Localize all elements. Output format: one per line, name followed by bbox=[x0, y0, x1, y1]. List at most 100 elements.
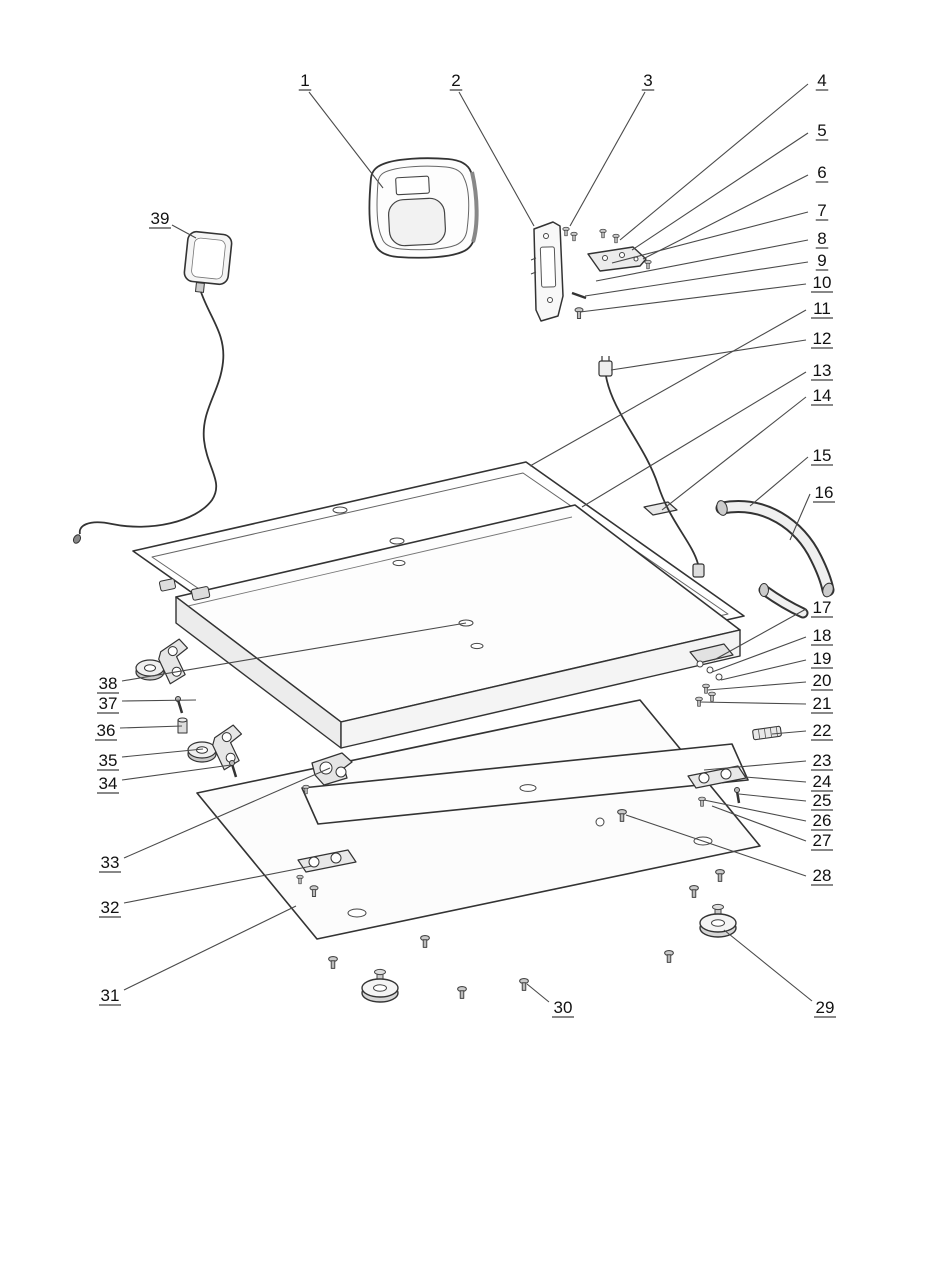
callout-number: 27 bbox=[813, 831, 832, 850]
rear-right-roller-bracket bbox=[687, 765, 747, 807]
hinge-plate-part bbox=[587, 246, 647, 272]
callout-31: 31 bbox=[99, 905, 297, 1006]
leader-line bbox=[308, 91, 384, 189]
pin-part bbox=[571, 291, 587, 300]
leader-line bbox=[619, 83, 809, 241]
callout-5: 5 bbox=[631, 121, 829, 251]
leader-line bbox=[661, 396, 807, 511]
callout-30: 30 bbox=[526, 983, 574, 1018]
callout-12: 12 bbox=[610, 329, 833, 371]
callout-number: 7 bbox=[817, 201, 826, 220]
callout-16: 16 bbox=[789, 483, 835, 541]
wheel-bracket-part bbox=[209, 723, 247, 772]
ribbed-block-part bbox=[752, 725, 782, 741]
leader-line bbox=[738, 793, 807, 802]
leader-line bbox=[123, 905, 297, 991]
deck-pad-part bbox=[643, 501, 678, 516]
callout-number: 13 bbox=[813, 361, 832, 380]
leader-line bbox=[569, 91, 646, 227]
leader-line bbox=[699, 701, 807, 705]
callout-15: 15 bbox=[749, 446, 833, 507]
callout-23: 23 bbox=[703, 751, 833, 771]
leader-line bbox=[529, 309, 807, 467]
belt-board-part bbox=[301, 743, 749, 825]
callout-2: 2 bbox=[449, 71, 535, 227]
callout-33: 33 bbox=[99, 767, 331, 873]
callout-number: 28 bbox=[813, 866, 832, 885]
callout-number: 22 bbox=[813, 721, 832, 740]
callout-9: 9 bbox=[584, 251, 829, 297]
callout-4: 4 bbox=[619, 71, 829, 241]
callout-21: 21 bbox=[699, 694, 833, 714]
leader-line bbox=[625, 814, 807, 877]
leader-line bbox=[749, 456, 809, 507]
leader-line bbox=[707, 681, 807, 691]
callout-number: 33 bbox=[101, 853, 120, 872]
callout-20: 20 bbox=[707, 671, 833, 691]
leader-line bbox=[711, 805, 807, 842]
leader-line bbox=[720, 659, 807, 681]
callout-number: 2 bbox=[451, 71, 460, 90]
callout-number: 35 bbox=[99, 751, 118, 770]
callout-number: 19 bbox=[813, 649, 832, 668]
leader-line bbox=[771, 730, 807, 735]
callout-number: 18 bbox=[813, 626, 832, 645]
callout-number: 29 bbox=[816, 998, 835, 1017]
console-screen bbox=[395, 175, 430, 196]
callout-number: 24 bbox=[813, 772, 832, 791]
callout-11: 11 bbox=[529, 299, 833, 467]
callout-28: 28 bbox=[625, 814, 833, 886]
hinge-block bbox=[158, 578, 176, 592]
adapter-plug bbox=[194, 282, 205, 293]
callout-number: 25 bbox=[813, 791, 832, 810]
console-mast-bracket-part bbox=[530, 221, 564, 322]
callout-number: 23 bbox=[813, 751, 832, 770]
bottom-panel-part bbox=[196, 699, 761, 940]
body-frame-part bbox=[158, 578, 741, 749]
callout-number: 1 bbox=[300, 71, 309, 90]
console-wire-part bbox=[598, 356, 705, 578]
leader-line bbox=[713, 608, 807, 661]
callout-25: 25 bbox=[738, 791, 833, 811]
callout-22: 22 bbox=[771, 721, 833, 741]
right-corner-hardware-cluster bbox=[689, 643, 734, 707]
adjustable-foot-part bbox=[699, 903, 737, 938]
callout-number: 31 bbox=[101, 986, 120, 1005]
callout-32: 32 bbox=[99, 865, 313, 918]
callout-26: 26 bbox=[703, 799, 833, 831]
callout-10: 10 bbox=[579, 273, 833, 313]
leader-line bbox=[744, 776, 807, 783]
cushion-part bbox=[135, 659, 165, 681]
callout-number: 12 bbox=[813, 329, 832, 348]
leader-line bbox=[631, 132, 809, 251]
callout-number: 5 bbox=[817, 121, 826, 140]
leader-line bbox=[171, 224, 197, 239]
callout-24: 24 bbox=[744, 772, 833, 792]
leader-line bbox=[579, 283, 807, 313]
console-opening bbox=[387, 197, 447, 247]
hinge-block bbox=[191, 586, 211, 601]
callout-8: 8 bbox=[595, 229, 829, 282]
callout-number: 6 bbox=[817, 163, 826, 182]
console-part bbox=[368, 157, 479, 259]
callout-6: 6 bbox=[642, 163, 829, 260]
callout-1: 1 bbox=[298, 71, 384, 189]
callout-number: 16 bbox=[815, 483, 834, 502]
leader-line bbox=[789, 493, 811, 541]
leader-line bbox=[703, 799, 807, 822]
leader-line bbox=[595, 239, 809, 282]
callout-36: 36 bbox=[95, 721, 183, 741]
callout-number: 21 bbox=[813, 694, 832, 713]
callout-number: 10 bbox=[813, 273, 832, 292]
callout-number: 17 bbox=[813, 598, 832, 617]
callout-number: 26 bbox=[813, 811, 832, 830]
callout-number: 3 bbox=[643, 71, 652, 90]
callout-38: 38 bbox=[97, 622, 467, 694]
callout-7: 7 bbox=[611, 201, 829, 264]
wheel-bracket-part bbox=[155, 637, 193, 686]
power-adapter-part bbox=[72, 230, 233, 544]
cushion-part bbox=[187, 741, 217, 763]
